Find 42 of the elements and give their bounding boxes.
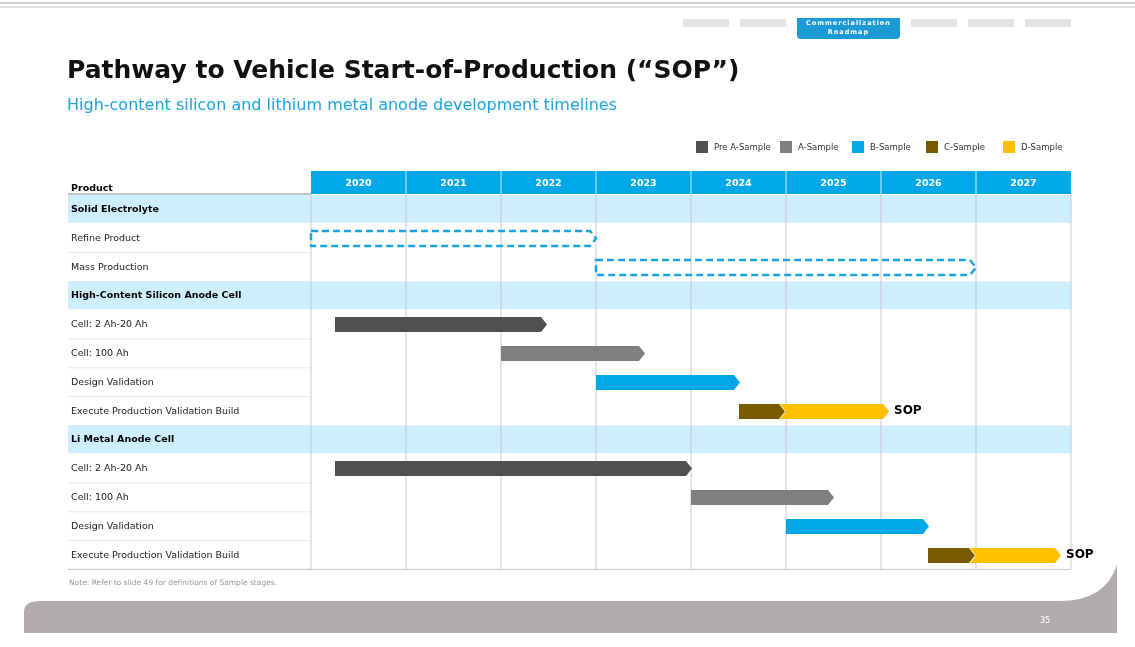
- year-header: 2025: [819, 177, 848, 188]
- legend-label: C-Sample: [944, 142, 985, 152]
- timeline-bar: [786, 517, 929, 535]
- row-label: Cell: 2 Ah-20 Ah: [71, 318, 148, 330]
- slide-title: Pathway to Vehicle Start-of-Production (“SOP”): [67, 55, 740, 84]
- year-header: 2026: [914, 177, 943, 188]
- dashed-timeline-bar: [596, 258, 976, 276]
- section-heading: Solid Electrolyte: [71, 203, 159, 214]
- timeline-bar: [501, 344, 645, 362]
- legend-label: B-Sample: [870, 142, 911, 152]
- section-heading: High-Content Silicon Anode Cell: [71, 289, 242, 301]
- timeline-bar: [335, 460, 692, 478]
- timeline-bar: [739, 402, 785, 420]
- row-label: Execute Production Validation Build: [71, 548, 240, 560]
- row-label: Mass Production: [71, 260, 149, 272]
- year-header: 2027: [1009, 177, 1038, 188]
- year-header: 2022: [534, 177, 563, 188]
- legend-label: Pre A-Sample: [714, 142, 771, 152]
- row-label: Design Validation: [71, 375, 154, 387]
- timeline-bar: [780, 402, 889, 420]
- row-label: Cell: 100 Ah: [71, 491, 129, 502]
- row-label: Execute Production Validation Build: [71, 404, 240, 416]
- row-label: Refine Product: [71, 231, 140, 243]
- timeline-bar: [691, 488, 834, 506]
- legend-label: A-Sample: [798, 142, 839, 152]
- section-heading: Li Metal Anode Cell: [71, 433, 175, 445]
- milestone-label: SOP: [894, 402, 922, 417]
- legend-label: D-Sample: [1021, 142, 1063, 152]
- year-header: 2020: [344, 177, 373, 188]
- column-header: Product: [71, 182, 113, 193]
- year-header: 2024: [724, 177, 753, 188]
- timeline-bar: [335, 316, 547, 334]
- milestone-label: SOP: [1066, 546, 1094, 561]
- subtitle: High-content silicon and lithium metal anode development timelines: [67, 95, 617, 114]
- year-header: 2021: [439, 177, 468, 188]
- timeline-bar: [596, 373, 740, 391]
- year-header: 2023: [629, 177, 658, 188]
- row-label: Cell: 100 Ah: [71, 347, 129, 358]
- dashed-timeline-bar: [311, 229, 596, 247]
- row-label: Cell: 2 Ah-20 Ah: [71, 462, 148, 474]
- row-label: Design Validation: [71, 519, 154, 531]
- page-number: 35: [1040, 616, 1051, 625]
